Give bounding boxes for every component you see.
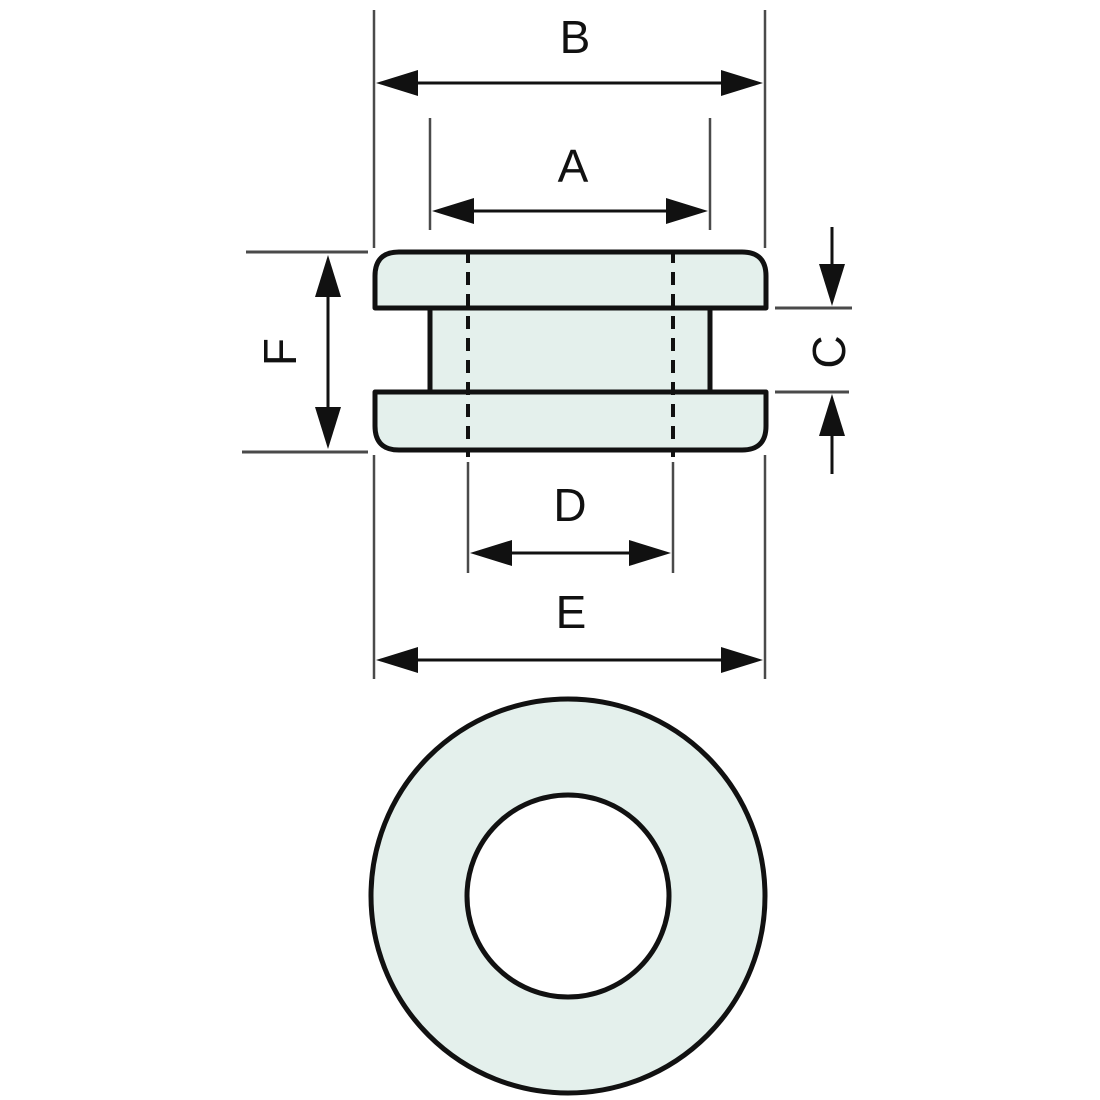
dimension-b-arrow-right [721,70,763,96]
dimension-d-arrow-left [470,540,512,566]
dimension-e-label: E [556,586,587,638]
top-flange [372,249,769,311]
dimension-f-label: F [254,338,306,366]
dimension-e-arrow-right [721,647,763,673]
top-view-plan [368,696,768,1096]
dimension-c: C [775,227,855,474]
dimension-a-arrow-right [666,198,708,224]
groove-section [427,305,713,395]
dimension-f-arrow-bottom [315,407,341,449]
dimension-b: B [372,10,767,248]
dimension-a-arrow-left [432,198,474,224]
dimension-c-label: C [803,335,855,368]
dimension-f: F [242,250,368,454]
inner-hole [464,792,672,1000]
dimension-e-arrow-left [376,647,418,673]
dimension-b-arrow-left [376,70,418,96]
dimension-c-arrow-up [819,394,845,436]
dimension-f-arrow-top [315,255,341,297]
dimension-a-label: A [558,140,589,192]
bottom-flange [372,389,769,453]
dimension-c-arrow-down [819,264,845,306]
dimension-e: E [372,455,767,679]
side-view-cross-section [372,249,769,457]
dimension-d: D [466,462,675,573]
dimension-d-arrow-right [629,540,671,566]
dimension-b-label: B [560,11,591,63]
dimension-a: A [428,118,712,230]
dimension-d-label: D [553,479,586,531]
